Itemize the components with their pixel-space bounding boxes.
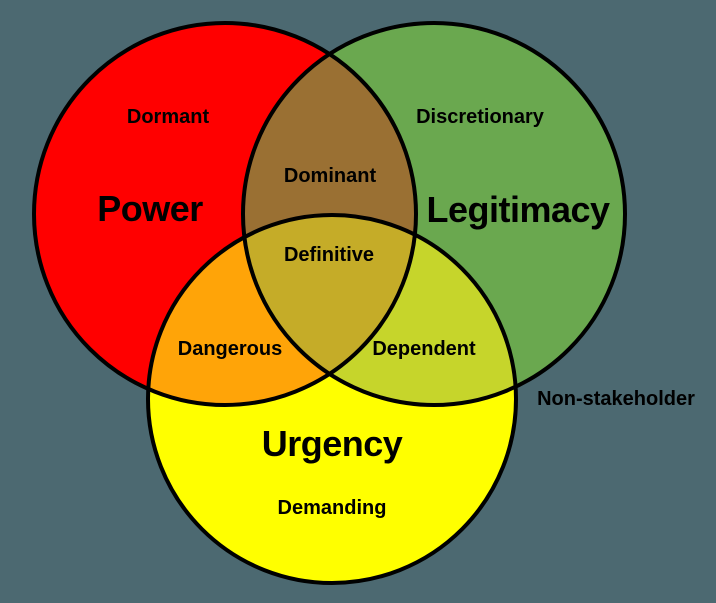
dangerous-label: Dangerous — [177, 338, 283, 360]
dormant-label: Dormant — [126, 106, 210, 128]
urgency-label: Urgency — [261, 423, 403, 464]
demanding-label: Demanding — [277, 497, 387, 519]
dependent-label: Dependent — [372, 338, 476, 360]
definitive-label: Definitive — [283, 244, 375, 266]
legitimacy-label: Legitimacy — [426, 189, 610, 230]
non-stakeholder-label: Non-stakeholder — [537, 388, 695, 410]
discretionary-label: Discretionary — [416, 106, 544, 128]
legitimacy-circle-outline — [241, 21, 627, 407]
power-circle-outline — [32, 21, 418, 407]
power-label: Power — [97, 188, 203, 229]
dominant-label: Dominant — [283, 165, 377, 187]
urgency-circle-outline — [146, 213, 518, 585]
